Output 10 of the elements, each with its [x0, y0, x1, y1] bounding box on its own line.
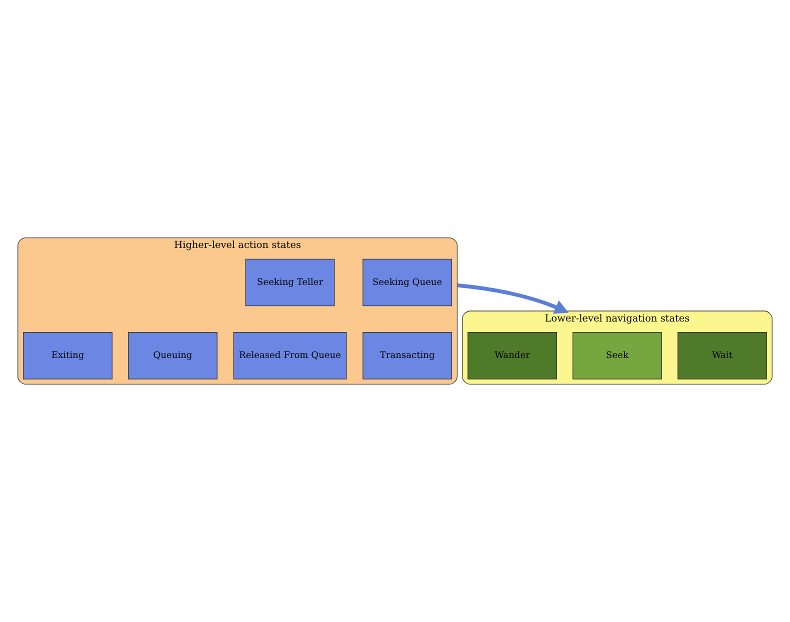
node-box: Released From Queue: [233, 332, 347, 380]
node-box: Seeking Queue: [362, 258, 452, 306]
node-box: Queuing: [128, 332, 218, 380]
node-box: Wander: [468, 332, 557, 380]
node-box: Seeking Teller: [245, 258, 335, 306]
arrow: [457, 283, 569, 314]
node-box: Seek: [572, 332, 662, 380]
node-box: Transacting: [362, 332, 452, 380]
node-box: Exiting: [23, 332, 112, 380]
node-box: Wait: [678, 332, 767, 380]
